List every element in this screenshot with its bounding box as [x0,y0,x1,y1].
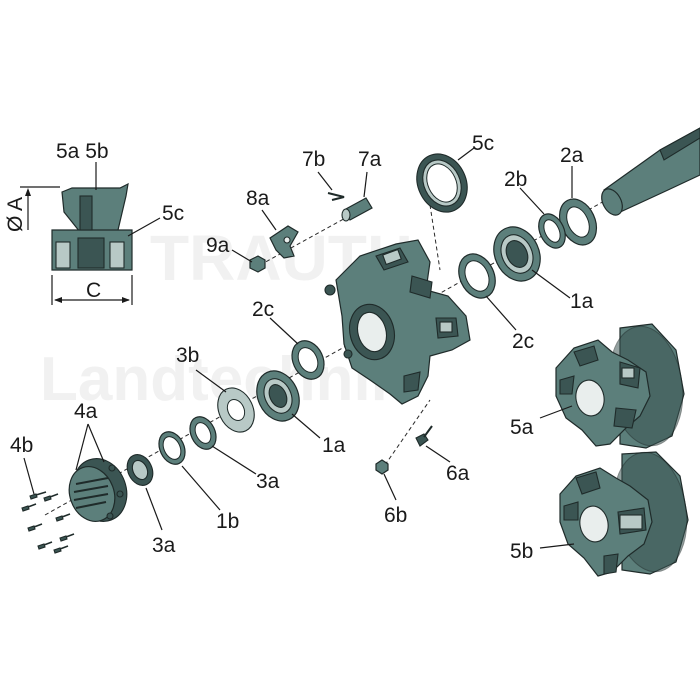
seal-2c-right [458,253,496,299]
label-2a: 2a [560,144,584,167]
axle-shaft [601,127,700,216]
bearing-1a-left [256,370,300,422]
label-1a-left: 1a [322,434,346,457]
lever-8a [269,225,299,259]
hub-cap-4a [68,458,128,522]
label-1b: 1b [216,510,239,533]
dim-C-arrow-right [122,297,130,303]
label-dim-A: Ø A [4,197,27,232]
washer-3b [217,387,255,433]
label-dim-C: C [86,279,101,302]
label-9a: 9a [206,234,230,257]
label-6b: 6b [384,504,407,527]
ring-axis [429,204,441,271]
leader-4a-2 [87,423,105,463]
bearing-1a-right [493,226,541,282]
hub-variant-5a [555,323,685,449]
hub-variant-5b [559,451,689,577]
bolt-axis [384,399,431,466]
leader-8a [261,209,277,231]
label-3b: 3b [176,344,199,367]
nut-6b [375,459,389,475]
leader-1a-left [291,413,321,439]
leader-5a [539,405,573,419]
clip-7b [327,192,345,201]
leader-6b [383,473,397,501]
label-7b: 7b [302,148,325,171]
leader-7b [317,171,333,191]
dim-A-arrow-top [25,188,31,196]
pin-7a [341,197,373,222]
label-5b: 5b [510,540,533,563]
label-1a-right: 1a [570,290,594,313]
leader-7a [363,171,368,198]
nut-9a [249,255,266,273]
leader-2c-left [269,317,299,345]
label-3a-mid: 3a [256,470,280,493]
label-7a: 7a [358,148,382,171]
screws-4b [21,491,75,554]
ring-1b [158,431,186,465]
label-2b: 2b [504,168,527,191]
seal-2c-left [291,340,325,380]
ring-3a-mid [189,416,217,450]
leader-2c-right [485,295,517,331]
leader-5b [539,543,575,549]
leader-1a-right [531,269,571,299]
label-5c: 5c [472,132,494,155]
wheel-hub-main [324,239,471,405]
ring-2a [558,198,598,246]
bolt-6a [415,425,433,447]
label-3a-low: 3a [152,534,176,557]
leader-4b [23,457,35,495]
label-6a: 6a [446,462,470,485]
label-5c-small: 5c [162,202,184,225]
label-4a: 4a [74,400,98,423]
nut-3a-low [126,454,154,486]
leader-1b [181,465,221,511]
label-8a: 8a [246,187,270,210]
leader-3a-low [145,487,163,531]
pin-axis [259,209,361,266]
label-2c-right: 2c [512,330,534,353]
leader-6a [425,445,451,463]
label-2c-left: 2c [252,298,274,321]
label-4b: 4b [10,434,33,457]
hub-section-drawing [51,182,133,271]
label-5a5b: 5a 5b [56,140,109,163]
leader-9a [231,249,253,263]
leader-3a-mid [211,445,257,475]
ring-2b [538,213,566,249]
leader-5c-small [127,217,161,237]
label-5a: 5a [510,416,534,439]
leader-2b [519,187,545,215]
leader-4a-1 [75,423,89,471]
leader-5c [457,147,475,161]
leader-3b [195,369,227,393]
dim-C-arrow-left [54,297,62,303]
ring-5c [416,153,468,213]
